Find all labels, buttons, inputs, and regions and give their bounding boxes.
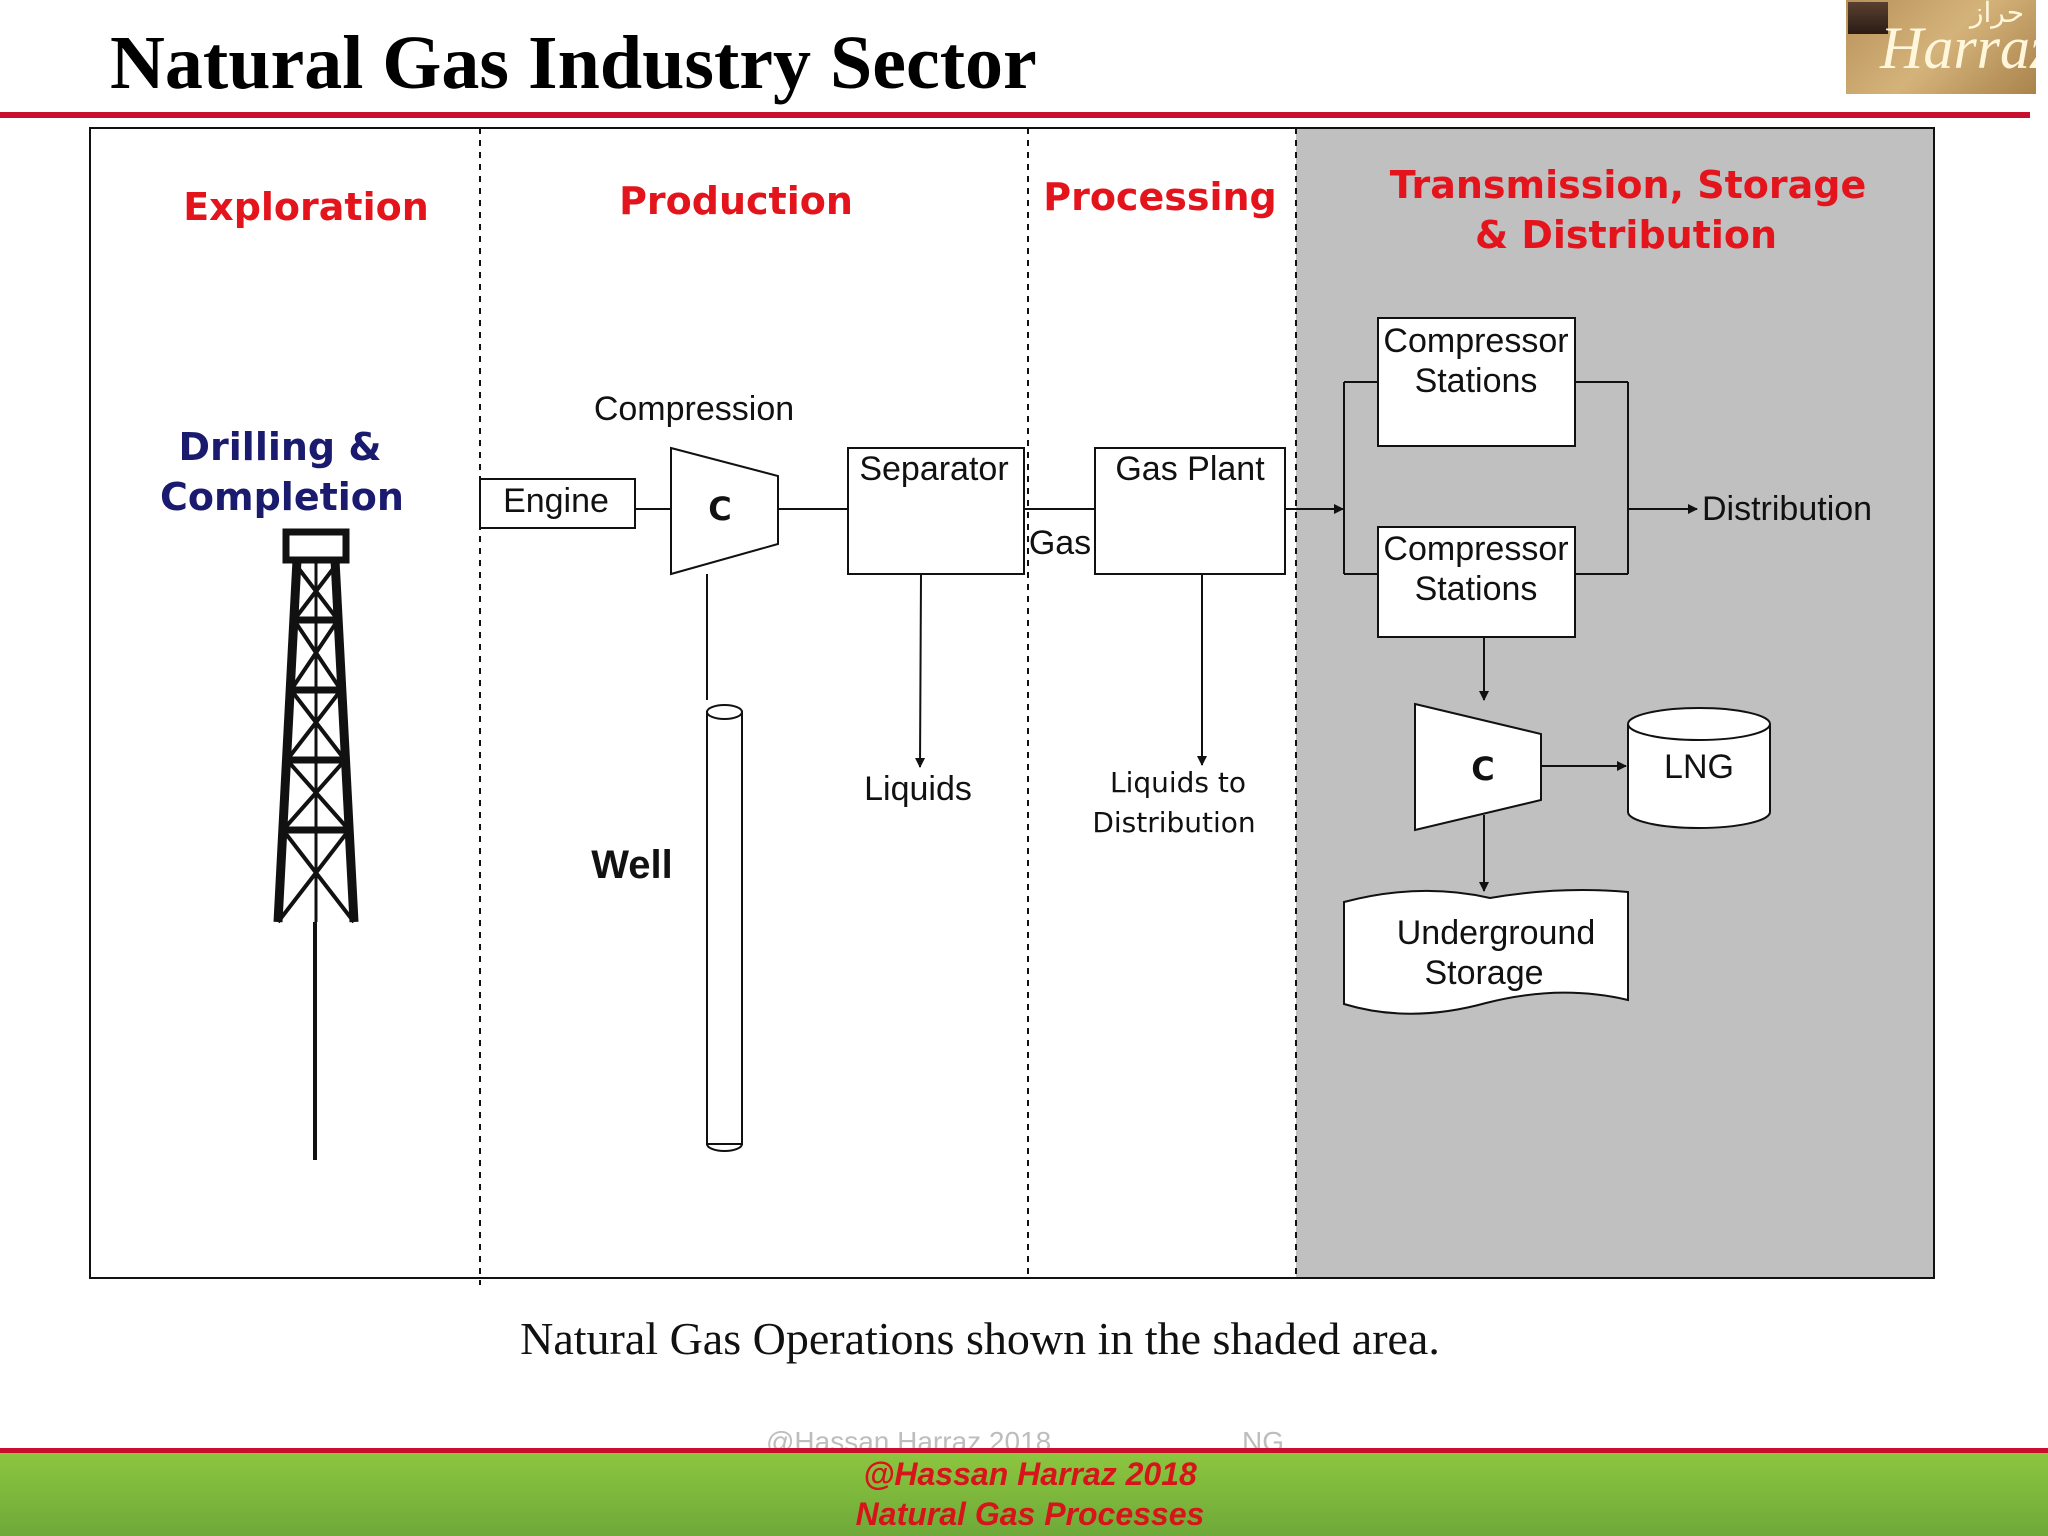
liquids-to-distribution-line1: Liquids to <box>1110 766 1246 799</box>
heading-processing: Processing <box>1043 175 1277 219</box>
harraz-logo: حراز Harraz <box>1846 0 2036 94</box>
separator-box <box>847 447 1025 575</box>
drilling-label-line2: Completion <box>160 475 404 519</box>
gas-label: Gas <box>1029 524 1091 562</box>
drilling-rig-icon <box>273 528 359 1160</box>
title-divider <box>0 112 2030 118</box>
liquids-to-distribution-line2: Distribution <box>1092 806 1255 839</box>
shaded-operations-area <box>1296 128 1934 1278</box>
engine-box <box>479 478 636 529</box>
well-label: Well <box>591 843 673 887</box>
underground-storage-box <box>1343 889 1629 1015</box>
compression-label: Compression <box>594 390 794 428</box>
liquids-label: Liquids <box>864 770 972 808</box>
diagram-frame <box>89 127 1935 1279</box>
compressor-station-2-line1: Compressor <box>1383 530 1568 568</box>
compressor-station-2-line2: Stations <box>1415 570 1538 608</box>
storage-compressor-symbol: C <box>1471 750 1494 788</box>
compressor-station-1-line2: Stations <box>1415 362 1538 400</box>
well-pipe <box>706 704 743 1152</box>
heading-transmission-line2: & Distribution <box>1475 213 1777 257</box>
author-photo <box>1848 2 1888 34</box>
gas-plant-label: Gas Plant <box>1115 450 1265 488</box>
footer-course-title: Natural Gas Processes <box>855 1496 1205 1532</box>
footer-credit: @Hassan Harraz 2018 <box>863 1456 1197 1492</box>
gas-plant-box <box>1094 447 1286 575</box>
compressor-icon <box>670 446 779 576</box>
heading-exploration: Exploration <box>183 185 429 229</box>
engine-label: Engine <box>503 482 609 520</box>
heading-transmission-line1: Transmission, Storage <box>1390 163 1867 207</box>
drilling-label-line1: Drilling & <box>178 425 381 469</box>
footer-bar <box>0 1453 2048 1536</box>
separator-label: Separator <box>859 450 1008 488</box>
lng-label: LNG <box>1664 748 1734 786</box>
storage-compressor-icon <box>1414 702 1542 832</box>
heading-production: Production <box>619 179 853 223</box>
lng-tank <box>1627 707 1771 829</box>
industry-sector-diagram: Exploration Production Processing Transm… <box>89 127 1935 1285</box>
footer-divider <box>0 1448 2048 1453</box>
compressor-station-1-line1: Compressor <box>1383 322 1568 360</box>
compressor-symbol: C <box>708 490 731 528</box>
diagram-caption: Natural Gas Operations shown in the shad… <box>520 1313 1440 1364</box>
slide-title: Natural Gas Industry Sector <box>110 21 1037 105</box>
separator-liquids-arrow <box>915 573 926 768</box>
distribution-label: Distribution <box>1702 490 1872 528</box>
logo-text: Harraz <box>1880 15 2036 81</box>
compressor-station-box-2 <box>1377 526 1576 638</box>
underground-storage-line2: Storage <box>1424 954 1543 992</box>
logo-arabic-text: حراز <box>1969 0 2024 29</box>
underground-storage-line1: Underground <box>1397 914 1595 952</box>
